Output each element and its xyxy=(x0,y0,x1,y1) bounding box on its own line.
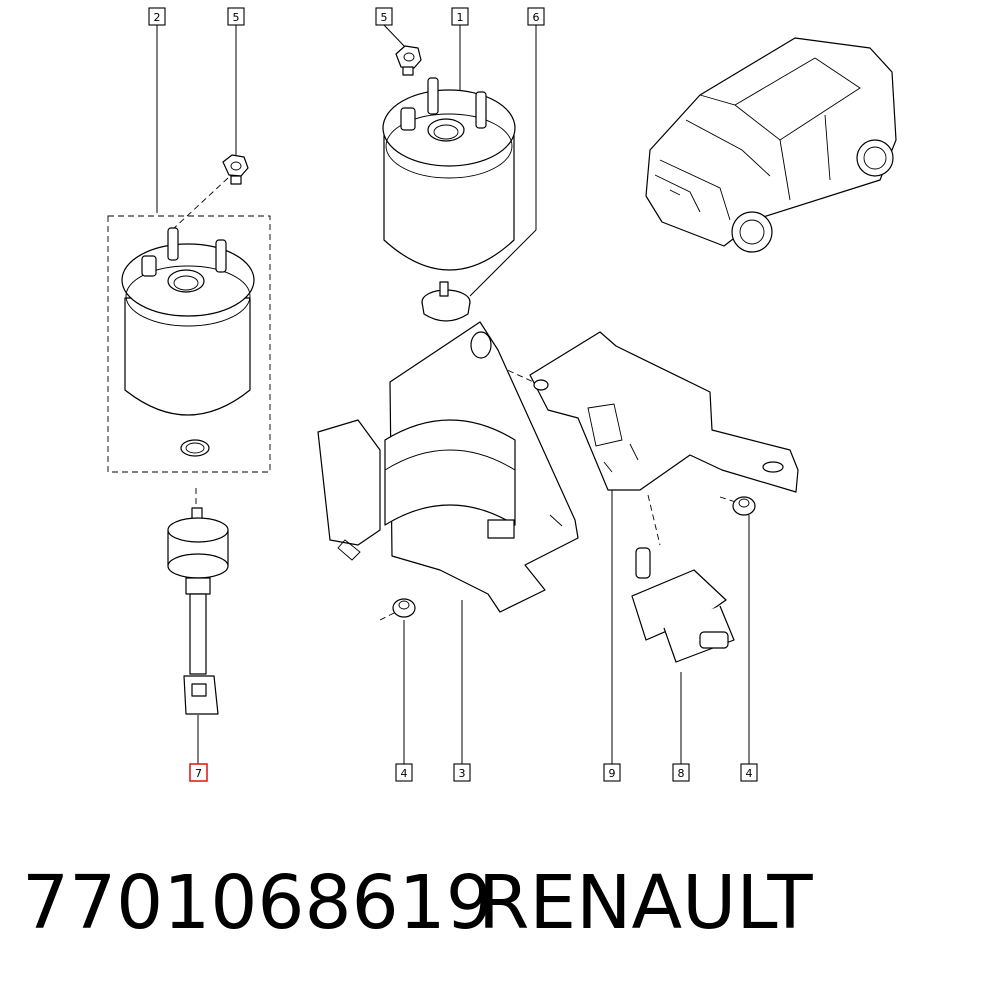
callout-2: 2 xyxy=(148,7,166,26)
heater-plug-part-6 xyxy=(421,281,471,322)
fuel-filter-assembly xyxy=(107,215,271,473)
valve-part-8 xyxy=(631,547,735,663)
fuel-filter-part-1 xyxy=(382,77,516,271)
callout-5-top: 5 xyxy=(375,7,393,26)
brand-name: RENAULT xyxy=(478,860,813,946)
part-number: 7701068619 xyxy=(22,860,493,946)
svg-text:4: 4 xyxy=(401,767,408,780)
nut-part-4-right xyxy=(732,496,756,516)
assembly-lines xyxy=(171,177,746,621)
nut-part-4-left xyxy=(392,598,416,618)
callout-3: 3 xyxy=(453,763,471,782)
callout-7: 7 xyxy=(189,763,208,782)
callout-8: 8 xyxy=(672,763,690,782)
svg-text:9: 9 xyxy=(609,767,616,780)
callout-4-right: 4 xyxy=(740,763,758,782)
nut-part-5-top xyxy=(395,45,422,76)
callout-4-left: 4 xyxy=(395,763,413,782)
callout-5-left: 5 xyxy=(227,7,245,26)
leader-lines xyxy=(156,24,750,764)
svg-text:2: 2 xyxy=(154,11,161,24)
svg-text:1: 1 xyxy=(457,11,464,24)
nut-part-5-left xyxy=(222,154,249,185)
callout-1: 1 xyxy=(451,7,469,26)
filter-bracket-part-3 xyxy=(317,321,579,613)
sensor-part-7 xyxy=(167,507,229,715)
svg-text:5: 5 xyxy=(233,11,240,24)
mounting-bracket-part-9 xyxy=(529,331,799,493)
callout-9: 9 xyxy=(603,763,621,782)
callouts: 2 5 5 1 6 7 4 3 xyxy=(148,7,758,782)
svg-text:8: 8 xyxy=(678,767,685,780)
svg-text:6: 6 xyxy=(533,11,540,24)
vehicle-illustration xyxy=(645,37,897,253)
callout-6: 6 xyxy=(527,7,545,26)
svg-text:7: 7 xyxy=(195,767,202,780)
svg-text:3: 3 xyxy=(459,767,466,780)
svg-text:5: 5 xyxy=(381,11,388,24)
svg-text:4: 4 xyxy=(746,767,753,780)
